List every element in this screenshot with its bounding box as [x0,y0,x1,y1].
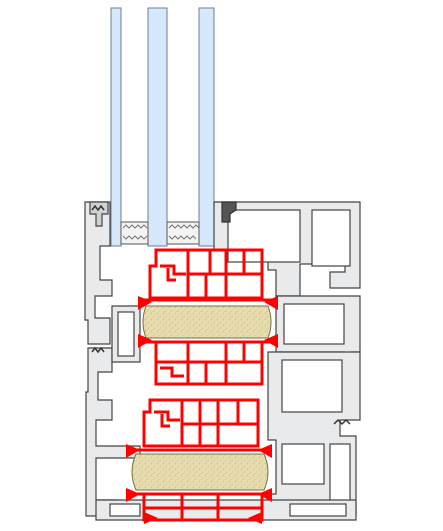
thermal-break-sash [148,248,264,300]
glass-pane-inner [198,7,215,247]
glass-pane-middle [147,7,168,247]
glazing-unit [110,7,215,247]
insulation-core-upper [142,305,272,339]
insulation-core-lower [131,453,269,491]
glass-pane-outer [110,7,122,247]
spacer-bars [120,221,200,245]
thermal-break-frame [142,398,260,448]
sash-profile [84,201,361,385]
thermal-break-bridge-upper [140,298,276,386]
gasket-triangles-lower [126,444,272,524]
gasket-triangles-upper [138,296,278,348]
thermal-break-bridge-lower [128,448,270,522]
